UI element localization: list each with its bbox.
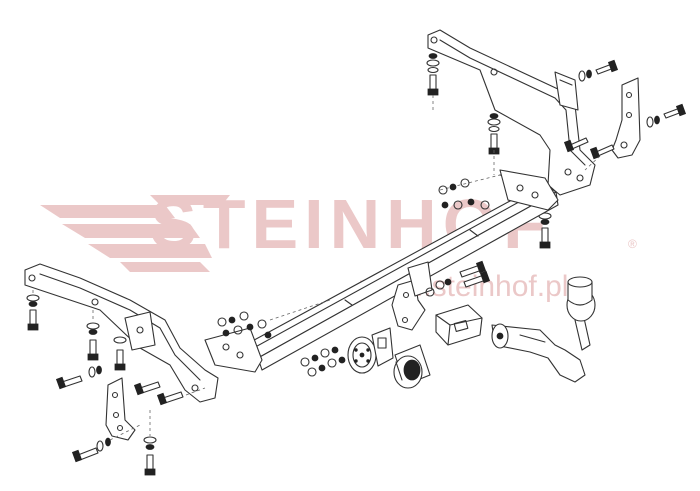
washer-icon (426, 59, 440, 67)
electrical-socket-icon (347, 327, 394, 374)
bolt-icon (459, 260, 487, 278)
bolt-icon (27, 309, 39, 331)
socket-mount-bracket (391, 261, 433, 331)
bolt-icon (463, 270, 491, 288)
watermark-registered-mark: ® (628, 237, 637, 251)
right-mounting-bracket (427, 29, 596, 196)
bolt-icon (144, 454, 156, 476)
beam-top-hardware (438, 178, 490, 210)
nut-icon (428, 53, 438, 59)
steinhof-logo-icon (40, 195, 230, 272)
bolt-icon (427, 74, 439, 96)
bolt-icon (663, 103, 687, 119)
bolt-icon (71, 447, 99, 463)
bolt-icon (114, 349, 126, 371)
socket-hardware (300, 346, 346, 377)
ball-cover-icon (567, 276, 593, 306)
left-hardware (26, 294, 184, 476)
center-hardware (425, 260, 491, 297)
assembly-guide-lines-left (32, 290, 331, 441)
bolt-icon (87, 339, 99, 361)
bolt-icon (563, 137, 589, 153)
left-mounting-bracket (24, 263, 219, 403)
main-cross-beam (204, 169, 559, 373)
bolt-icon (133, 381, 161, 396)
beam-left-hardware (217, 311, 272, 339)
bolt-icon (595, 59, 619, 75)
right-side-plate (611, 77, 641, 159)
socket-cover (393, 344, 431, 389)
ball-receiver-block (435, 304, 483, 346)
bolt-icon (589, 144, 615, 160)
bolt-icon (539, 227, 551, 249)
bolt-icon (55, 375, 83, 390)
bolt-icon (156, 391, 184, 406)
left-side-plate (105, 377, 136, 441)
